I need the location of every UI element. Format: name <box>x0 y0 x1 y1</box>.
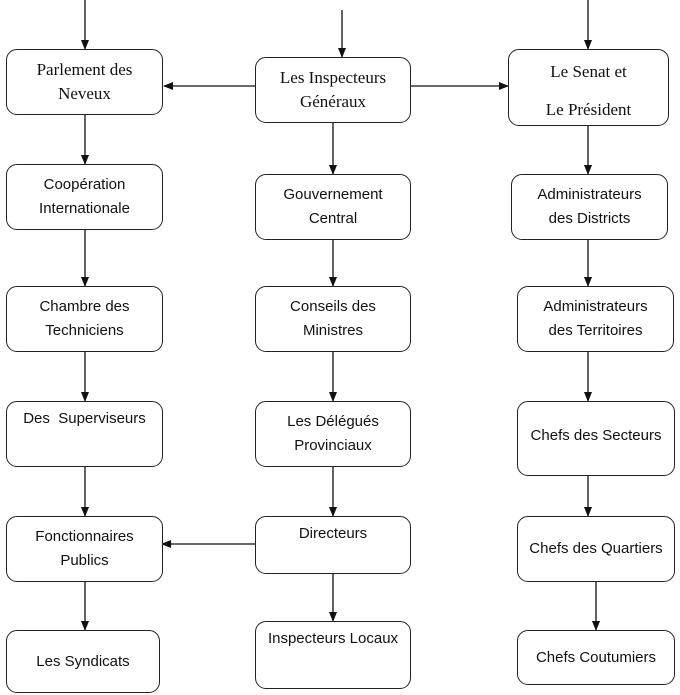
node-chefs-des-secteurs: Chefs des Secteurs <box>517 401 675 476</box>
node-label-line-2: des Districts <box>548 210 631 227</box>
node-label-line-1: Chambre des <box>39 298 130 315</box>
node-label-line-1: Coopération <box>43 176 126 193</box>
node-conseils-des-ministres: Conseils des Ministres <box>255 286 411 352</box>
node-label-line-1: Chefs des Quartiers <box>529 540 663 557</box>
node-chambre-des-techniciens: Chambre des Techniciens <box>6 286 163 352</box>
node-chefs-coutumiers: Chefs Coutumiers <box>517 630 675 685</box>
node-label-line-2: Internationale <box>39 200 130 217</box>
node-label-line-2: Le Président <box>545 100 632 119</box>
node-label-line-1: Des Superviseurs <box>23 410 146 427</box>
horizontal-arrows <box>161 82 509 548</box>
node-label-line-1: Chefs Coutumiers <box>535 648 657 666</box>
node-label-line-1: Administrateurs <box>543 298 648 315</box>
node-le-senat-et-le-president: Le Senat et Le Président <box>508 49 669 126</box>
node-label-line-1: Administrateurs <box>537 186 642 203</box>
node-label-line-1: Gouvernement <box>283 186 383 203</box>
node-cooperation-internationale: Coopération Internationale <box>6 164 163 230</box>
node-label-line-1: Les Syndicats <box>36 652 130 670</box>
node-label-line-2: Généraux <box>299 92 367 111</box>
node-administrateurs-des-territoires: Administrateurs des Territoires <box>517 286 674 352</box>
node-label-line-2: Techniciens <box>45 322 124 339</box>
node-label-line-2: Central <box>308 210 358 227</box>
node-label-line-1: Inspecteurs Locaux <box>267 630 399 647</box>
node-label-line-2: des Territoires <box>548 322 643 339</box>
node-gouvernement-central: Gouvernement Central <box>255 174 411 240</box>
node-label-line-2: Provinciaux <box>294 437 372 454</box>
node-label-line-1: Chefs des Secteurs <box>530 427 662 444</box>
incoming-arrows <box>81 0 592 58</box>
node-les-delegues-provinciaux: Les Délégués Provinciaux <box>255 401 411 467</box>
right-column-arrows <box>584 126 600 631</box>
node-label-line-1: Fonctionnaires <box>35 528 134 545</box>
node-label-line-1: Les Délégués <box>287 413 379 430</box>
node-label-line-1: Le Senat et <box>550 62 627 81</box>
node-label-line-1: Parlement des <box>36 60 133 79</box>
node-label-line-1: Les Inspecteurs <box>279 68 387 87</box>
node-des-superviseurs: Des Superviseurs <box>6 401 163 467</box>
node-inspecteurs-locaux: Inspecteurs Locaux <box>255 621 411 689</box>
node-administrateurs-des-districts: Administrateurs des Districts <box>511 174 668 240</box>
node-les-inspecteurs-generaux: Les Inspecteurs Généraux <box>255 57 411 123</box>
node-label-line-2: Publics <box>60 552 109 569</box>
node-fonctionnaires-publics: Fonctionnaires Publics <box>6 516 163 582</box>
node-label-line-2: Neveux <box>58 84 111 103</box>
node-parlement-des-neveux: Parlement des Neveux <box>6 49 163 115</box>
node-label-line-1: Directeurs <box>298 525 368 542</box>
node-label-line-1: Conseils des <box>290 298 376 315</box>
node-label-line-2: Ministres <box>302 322 363 339</box>
node-chefs-des-quartiers: Chefs des Quartiers <box>517 516 675 582</box>
node-directeurs: Directeurs <box>255 516 411 574</box>
node-les-syndicats: Les Syndicats <box>6 630 160 693</box>
